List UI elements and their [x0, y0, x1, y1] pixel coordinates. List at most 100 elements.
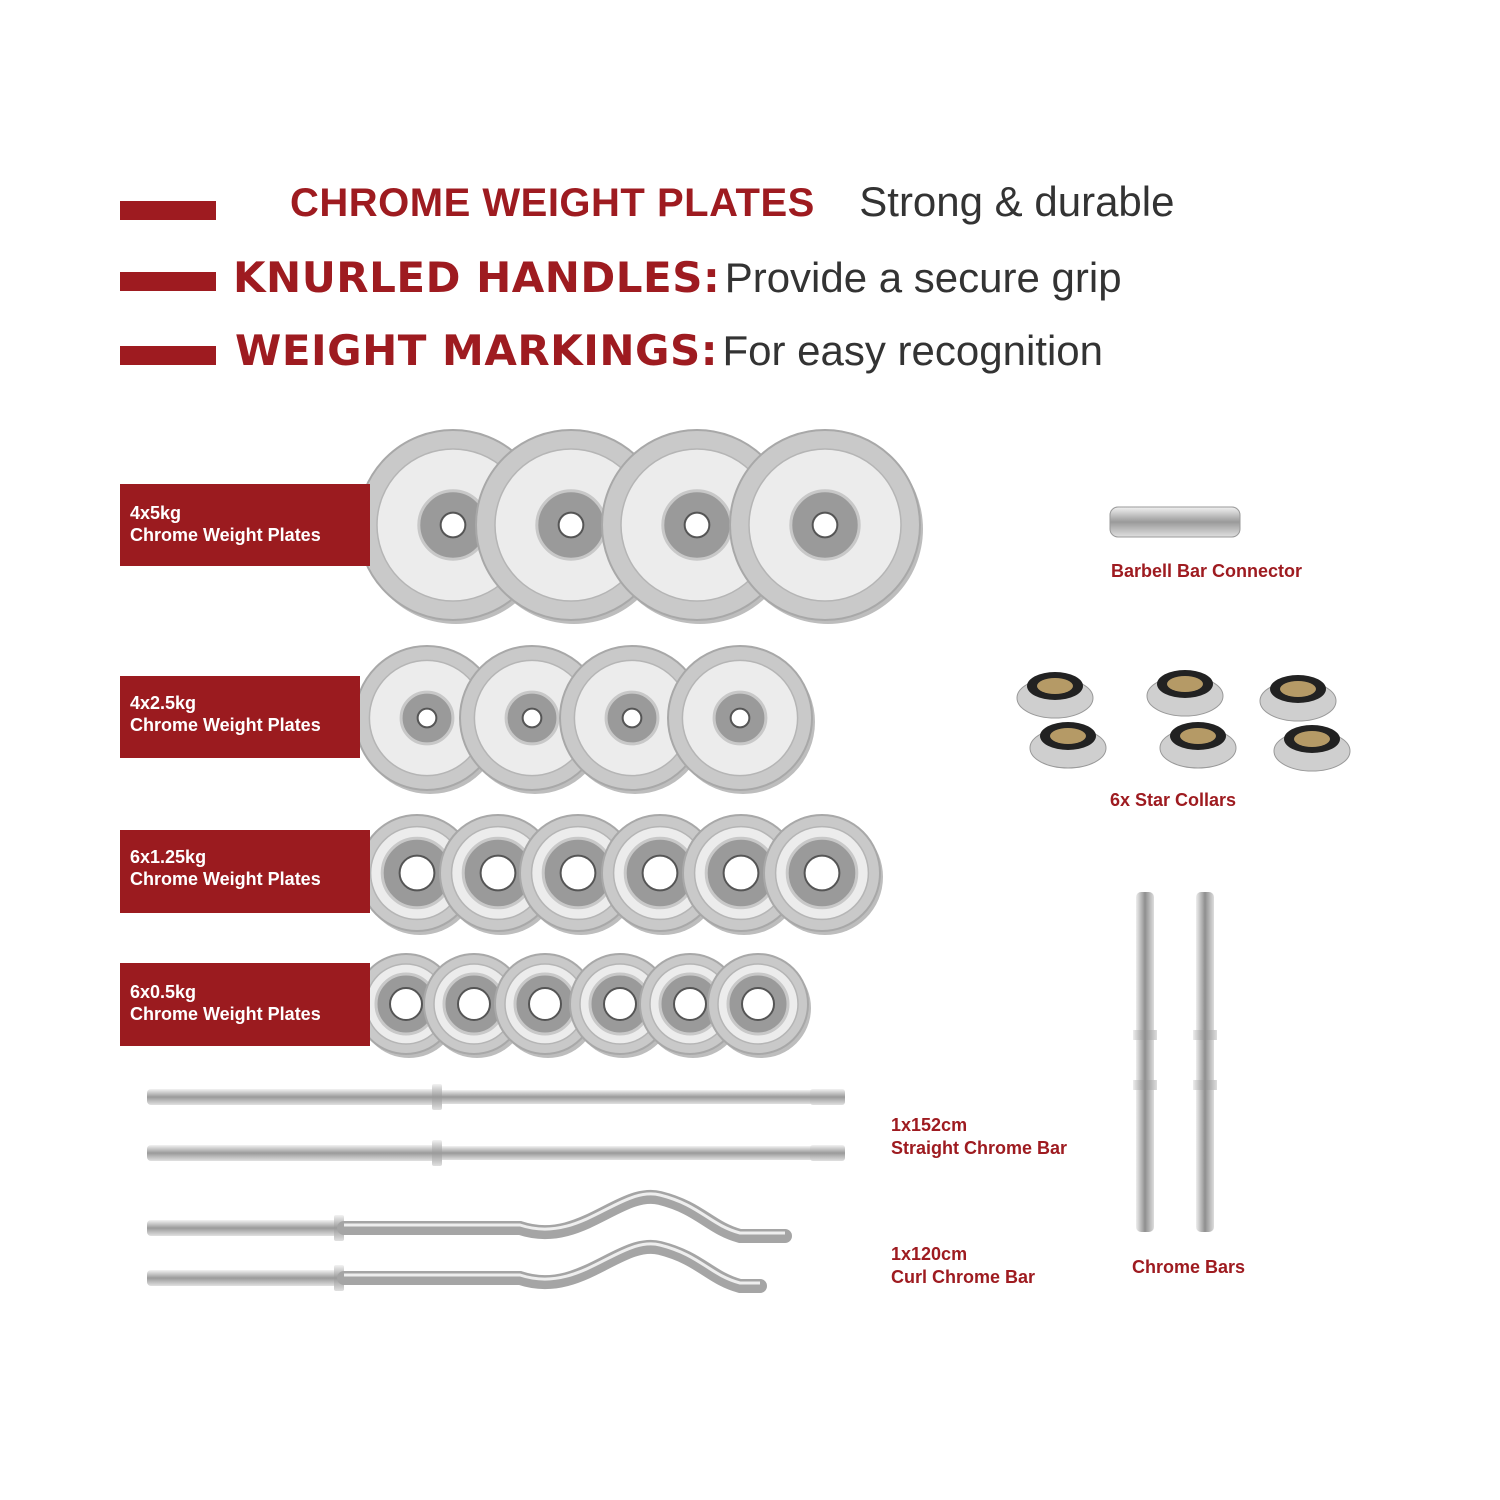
star-collar: [1029, 722, 1107, 769]
weight-plate: [707, 953, 811, 1058]
bar-body: [1196, 892, 1214, 1232]
plate-hole: [416, 707, 438, 729]
knurled-sleeve: [147, 1220, 337, 1236]
collar-bore: [1280, 681, 1316, 697]
barbell-connector: [1109, 506, 1241, 538]
collar-stop: [1133, 1030, 1157, 1040]
weight-plate: [729, 429, 923, 624]
straight-chrome-bar: [147, 1140, 845, 1166]
plate-hole: [521, 707, 543, 729]
weight-plate: [569, 953, 673, 1058]
header-title: KNURLED HANDLES:: [233, 253, 721, 302]
plate-hole: [603, 987, 637, 1021]
dumbbell-bars-caption: Chrome Bars: [1132, 1257, 1246, 1277]
plate-hole: [621, 707, 643, 729]
plate-hole: [439, 511, 467, 539]
plate-label-2-5kg: 4x2.5kg Chrome Weight Plates: [120, 676, 360, 758]
collar-bore: [1294, 731, 1330, 747]
curl-chrome-bar: [147, 1189, 792, 1243]
plate-quantity: 6x0.5kg: [130, 982, 197, 1002]
star-collar: [1016, 672, 1094, 719]
plate-hole: [559, 854, 597, 892]
curl-shaft: [337, 1189, 792, 1243]
plate-hole: [557, 511, 585, 539]
straight-bar-caption: 1x152cm Straight Chrome Bar: [891, 1114, 1067, 1160]
curl-highlight: [344, 1192, 785, 1235]
bar-body: [1136, 892, 1154, 1232]
plate-hole: [528, 987, 562, 1021]
weight-plate: [763, 814, 883, 935]
plate-hole: [457, 987, 491, 1021]
bar-shaft: [442, 1090, 812, 1104]
header-line-3: WEIGHT MARKINGS: For easy recognition: [235, 326, 1103, 375]
connector-body: [1109, 506, 1241, 538]
plate-hole: [722, 854, 760, 892]
plate-hole: [683, 511, 711, 539]
dumbbell-chrome-bar: [1133, 892, 1157, 1232]
straight-bar-name: Straight Chrome Bar: [891, 1138, 1068, 1158]
header-line-2: KNURLED HANDLES: Provide a secure grip: [233, 253, 1122, 302]
collar-bore: [1167, 676, 1203, 692]
plate-name: Chrome Weight Plates: [130, 869, 321, 889]
collars-caption: 6x Star Collars: [1110, 790, 1237, 810]
collar-bore: [1037, 678, 1073, 694]
curl-chrome-bar: [147, 1239, 767, 1293]
header-subtitle: Strong & durable: [859, 178, 1175, 225]
collar-stop: [1193, 1080, 1217, 1090]
plate-hole: [729, 707, 751, 729]
threaded-end: [810, 1089, 845, 1105]
curl-shaft: [337, 1239, 767, 1293]
header-stripe: [120, 346, 216, 365]
bar-shaft: [442, 1146, 812, 1160]
plate-name: Chrome Weight Plates: [130, 525, 321, 545]
header-subtitle: For easy recognition: [722, 327, 1104, 374]
collar-stop: [1193, 1030, 1217, 1040]
plate-label-0-5kg: 6x0.5kg Chrome Weight Plates: [120, 963, 370, 1046]
header-stripe: [120, 201, 216, 220]
straight-chrome-bar: [147, 1084, 845, 1110]
header-line-1: CHROME WEIGHT PLATES Strong & durable: [290, 178, 1174, 226]
curl-highlight: [344, 1242, 760, 1285]
threaded-end: [810, 1145, 845, 1161]
collar-bore: [1180, 728, 1216, 744]
header-stripe: [120, 272, 216, 291]
curl-bar-length: 1x120cm: [891, 1244, 968, 1264]
plate-hole: [641, 854, 679, 892]
collar-stop: [432, 1084, 442, 1110]
star-collar: [1259, 675, 1337, 722]
plate-hole: [811, 511, 839, 539]
weight-plate: [559, 645, 707, 794]
header-title: CHROME WEIGHT PLATES: [290, 181, 815, 225]
collar-stop: [1133, 1080, 1157, 1090]
plate-quantity: 4x5kg: [130, 503, 182, 523]
connector-caption: Barbell Bar Connector: [1111, 561, 1303, 581]
collar-bore: [1050, 728, 1086, 744]
plate-hole: [389, 987, 423, 1021]
knurled-sleeve: [147, 1270, 337, 1286]
plate-name: Chrome Weight Plates: [130, 1004, 321, 1024]
plate-label-5kg: 4x5kg Chrome Weight Plates: [120, 484, 370, 566]
plate-hole: [741, 987, 775, 1021]
knurled-sleeve: [147, 1145, 437, 1161]
curl-bar-name: Curl Chrome Bar: [891, 1267, 1036, 1287]
plate-label-1-25kg: 6x1.25kg Chrome Weight Plates: [120, 830, 370, 913]
weight-plate: [667, 645, 815, 794]
plate-quantity: 6x1.25kg: [130, 847, 207, 867]
star-collar: [1146, 670, 1224, 717]
weight-plate: [682, 814, 802, 935]
weight-plate: [354, 645, 502, 794]
knurled-sleeve: [147, 1089, 437, 1105]
plate-hole: [398, 854, 436, 892]
header-subtitle: Provide a secure grip: [724, 254, 1122, 301]
plate-hole: [479, 854, 517, 892]
plate-hole: [673, 987, 707, 1021]
plate-hole: [803, 854, 841, 892]
curl-bar-caption: 1x120cm Curl Chrome Bar: [891, 1243, 1035, 1289]
plate-quantity: 4x2.5kg: [130, 693, 197, 713]
star-collar: [1159, 722, 1237, 769]
plate-name: Chrome Weight Plates: [130, 715, 321, 735]
straight-bar-length: 1x152cm: [891, 1115, 968, 1135]
weight-plate: [494, 953, 598, 1058]
